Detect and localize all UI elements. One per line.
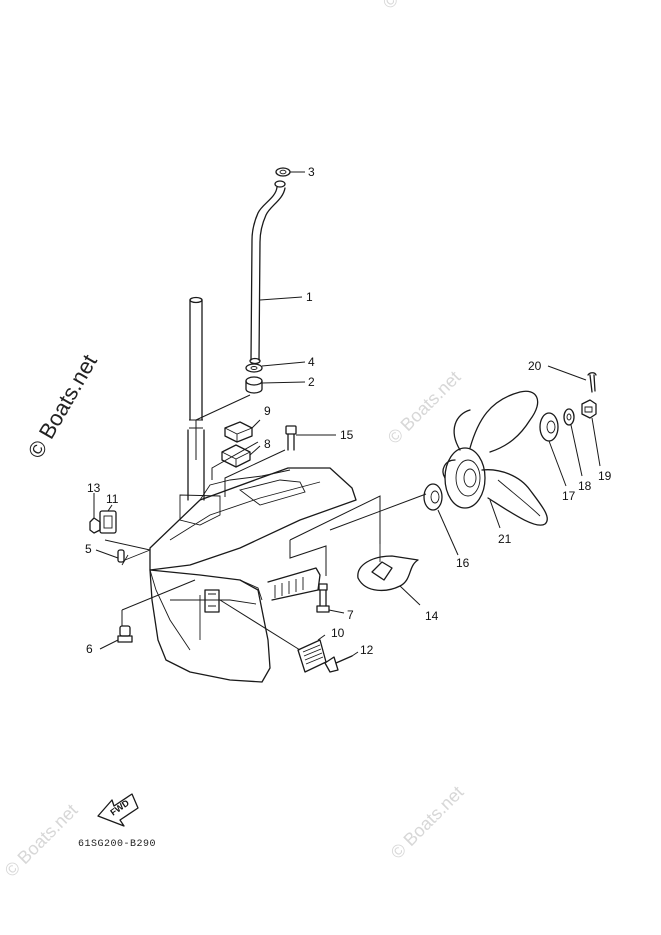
callout-6: 6 [86,642,93,656]
callout-3: 3 [308,165,315,179]
callout-1: 1 [306,290,313,304]
watermark-bottom-right: © Boats.net [387,782,468,863]
washer-part-18 [563,408,575,426]
propeller-part-21 [442,390,548,526]
callout-leaders [93,171,601,657]
drive-shaft [187,296,205,501]
watermark-top-right: © Boats.net [379,0,460,13]
cotter-pin-part-20 [587,372,597,393]
seal-part-4 [245,363,263,373]
washer-part-16 [423,483,443,511]
callout-14: 14 [425,609,439,623]
diagram-code: 61SG200-B290 [78,839,156,850]
bolt-part-7 [316,583,330,613]
plate-part-14 [357,536,419,591]
watermark-center: © Boats.net [384,367,465,448]
callout-8: 8 [264,437,271,451]
callout-5: 5 [85,542,92,556]
callout-4: 4 [308,355,315,369]
rubber-seal-part-8 [221,444,251,468]
callout-17: 17 [562,489,576,503]
lower-unit-housing [149,467,357,683]
anode-part-11 [99,510,117,534]
cover-part-10 [297,639,327,673]
watermark-bottom-left: © Boats.net [1,800,82,881]
callout-19: 19 [598,469,612,483]
callout-2: 2 [308,375,315,389]
callout-10: 10 [331,626,345,640]
callout-7: 7 [347,608,354,622]
callout-15: 15 [340,428,354,442]
watermark-main: © Boats.net [23,350,102,462]
grommet-part-3 [274,167,291,188]
callout-11: 11 [106,492,119,506]
rubber-seal-part-9 [224,421,253,443]
grommet-part-2 [245,376,263,394]
water-tube-part-1 [249,186,286,365]
bolt-part-6 [117,625,133,643]
assembly-lines [104,394,427,651]
callout-18: 18 [578,479,592,493]
spacer-part-17 [539,412,559,442]
screw-part-13 [89,517,101,534]
trim-tab-area [121,549,151,566]
callout-20: 20 [528,359,542,373]
bolt-part-15 [285,425,297,451]
callout-13: 13 [87,481,101,495]
callout-9: 9 [264,404,271,418]
callout-labels: 3 1 4 2 9 8 15 13 11 5 6 7 10 12 14 16 2… [85,165,612,657]
screw-part-12 [324,655,353,673]
pin-part-5 [117,549,125,563]
callout-16: 16 [456,556,470,570]
nut-part-19 [581,399,597,419]
fwd-arrow: FWD [97,793,139,827]
callout-12: 12 [360,643,374,657]
callout-21: 21 [498,532,512,546]
